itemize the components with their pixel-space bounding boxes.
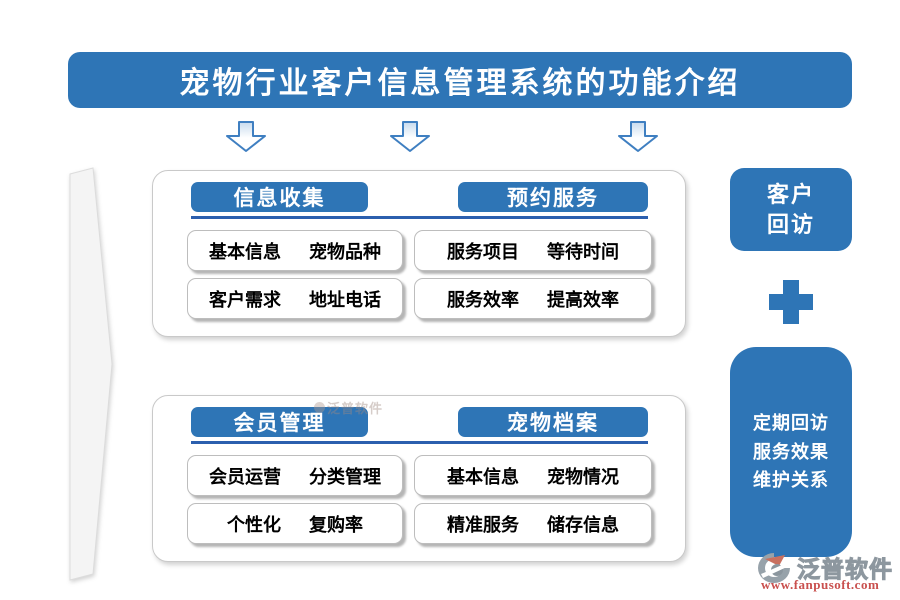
followup-line: 回访 [766, 211, 815, 237]
title-banner: 宠物行业客户信息管理系统的功能介绍 [68, 52, 852, 108]
feature-item-box: 会员运营 分类管理 [187, 455, 403, 496]
detail-line: 定期回访 [753, 412, 829, 433]
feature-item-box: 个性化 复购率 [187, 503, 403, 544]
feature-item-box: 客户需求 地址电话 [187, 278, 403, 319]
feature-label: 服务效率 [447, 289, 519, 310]
feature-label: 客户需求 [209, 289, 281, 310]
feature-item-box: 服务项目 等待时间 [414, 230, 652, 271]
header-underline [191, 441, 648, 444]
feature-label: 地址电话 [309, 289, 381, 310]
feature-label: 宠物情况 [547, 466, 619, 487]
section-header-member-management: 会员管理 [191, 407, 368, 437]
feature-item-box: 基本信息 宠物情况 [414, 455, 652, 496]
brand-url: www.fanpusoft.com [761, 577, 880, 592]
customer-followup-box: 客户 回访 [730, 168, 852, 251]
feature-label: 精准服务 [447, 514, 519, 535]
brand-name: 泛普软件 [797, 557, 893, 583]
page-title: 宠物行业客户信息管理系统的功能介绍 [179, 67, 741, 100]
detail-line: 维护关系 [753, 470, 829, 491]
feature-label: 个性化 [227, 514, 281, 535]
feature-label: 基本信息 [447, 466, 519, 487]
feature-card-top: 信息收集 预约服务 基本信息 宠物品种 客户需求 地址电话 服务项目 等待时间 … [152, 170, 686, 337]
followup-line: 客户 [766, 181, 815, 207]
feature-label: 宠物品种 [309, 241, 381, 262]
down-arrow-icon [618, 121, 658, 152]
feature-label: 等待时间 [547, 241, 619, 262]
feature-label: 分类管理 [309, 466, 381, 487]
down-arrow-icon [390, 121, 430, 152]
down-arrow-icon [226, 121, 266, 152]
section-header-appointment-service: 预约服务 [458, 182, 648, 212]
fanpu-logo-icon [758, 553, 790, 583]
feature-label: 会员运营 [209, 466, 281, 487]
header-underline [191, 216, 648, 219]
plus-icon [769, 280, 813, 324]
followup-detail-box: 定期回访 服务效果 维护关系 [730, 347, 852, 557]
section-header-info-collection: 信息收集 [191, 182, 368, 212]
feature-card-bottom: 会员管理 宠物档案 会员运营 分类管理 个性化 复购率 基本信息 宠物情况 精准… [152, 395, 686, 562]
feature-item-box: 基本信息 宠物品种 [187, 230, 403, 271]
left-pennant-shape [69, 167, 113, 581]
feature-item-box: 服务效率 提高效率 [414, 278, 652, 319]
feature-label: 服务项目 [447, 241, 519, 262]
feature-item-box: 精准服务 储存信息 [414, 503, 652, 544]
detail-line: 服务效果 [753, 441, 829, 462]
feature-label: 基本信息 [209, 241, 281, 262]
feature-label: 复购率 [309, 514, 363, 535]
section-header-pet-archive: 宠物档案 [458, 407, 648, 437]
feature-label: 提高效率 [547, 289, 619, 310]
feature-label: 储存信息 [547, 514, 619, 535]
